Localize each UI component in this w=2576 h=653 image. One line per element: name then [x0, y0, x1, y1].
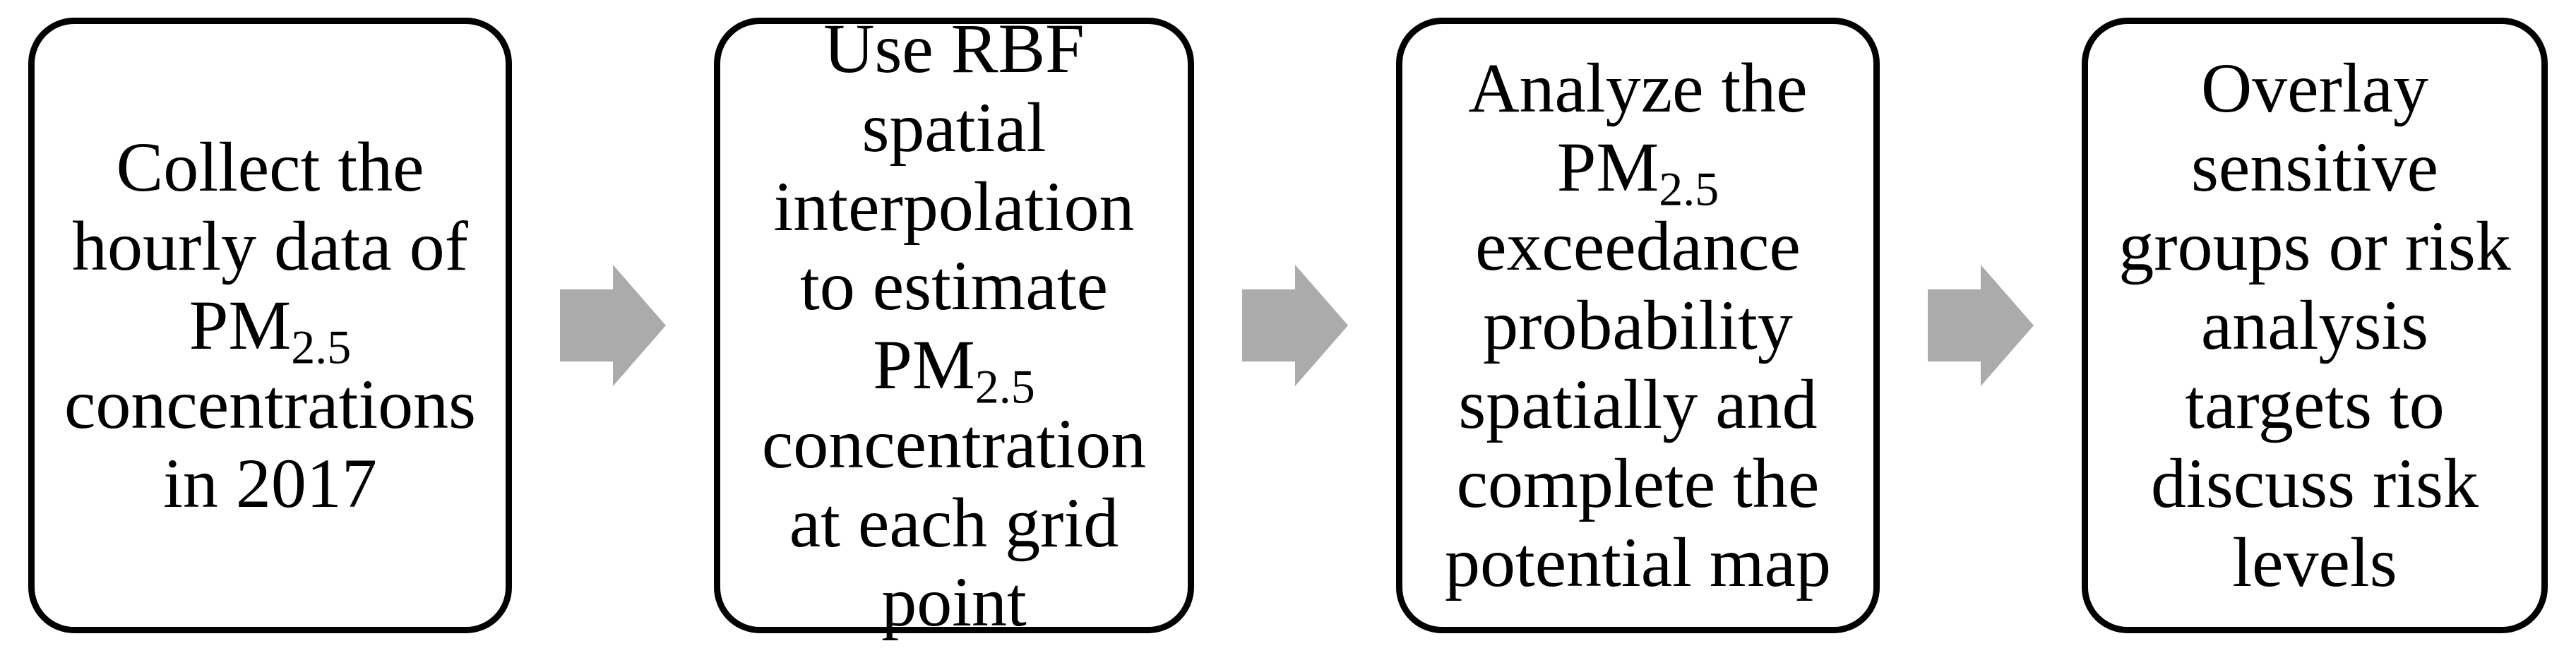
text-line: PM2.5 [1556, 128, 1719, 216]
text-line: targets to [2088, 365, 2541, 444]
text-segment: Collect the [116, 128, 424, 206]
text-line: probability [1402, 286, 1873, 365]
text-line: PM2.5 [189, 286, 352, 374]
text-segment: Overlay [2200, 49, 2429, 127]
text-segment: sensitive [2191, 128, 2438, 206]
arrow-cell-3 [1880, 18, 2082, 633]
text-segment: groups or risk [2118, 207, 2511, 285]
text-segment: spatially and [1458, 365, 1818, 443]
text-line: concentrations [35, 365, 506, 444]
text-line: interpolation [720, 167, 1188, 246]
text-line: analysis [2088, 286, 2541, 365]
text-line: concentration [720, 405, 1188, 484]
text-segment: point [881, 563, 1027, 641]
text-line: PM2.5 [873, 325, 1035, 414]
text-line: spatially and [1402, 365, 1873, 444]
text-line: groups or risk [2088, 207, 2541, 286]
arrow-cell-1 [512, 18, 714, 633]
text-segment: in 2017 [163, 444, 377, 522]
text-line: spatial [720, 88, 1188, 167]
text-segment: at each grid [789, 484, 1119, 562]
text-segment: hourly data of [72, 207, 468, 285]
text-segment: Use RBF [823, 9, 1085, 88]
text-segment: levels [2232, 523, 2397, 601]
text-line: levels [2088, 523, 2541, 602]
text-segment: PM [189, 286, 292, 364]
right-arrow-icon [1928, 265, 2034, 386]
text-segment: to estimate [800, 246, 1108, 325]
text-line: discuss risk [2088, 444, 2541, 523]
text-line: hourly data of [35, 207, 506, 286]
text-line: sensitive [2088, 128, 2541, 207]
text-line: Collect the [35, 128, 506, 207]
text-segment: interpolation [773, 167, 1135, 246]
text-segment: spatial [861, 88, 1046, 167]
text-line: potential map [1402, 523, 1873, 602]
text-line: in 2017 [35, 444, 506, 523]
text-line: Analyze the [1402, 49, 1873, 128]
text-line: complete the [1402, 444, 1873, 523]
text-segment: analysis [2200, 286, 2429, 364]
text-segment: probability [1483, 286, 1793, 364]
text-line: point [720, 563, 1188, 642]
text-line: to estimate [720, 246, 1188, 325]
text-segment: exceedance [1475, 207, 1801, 285]
text-segment: Analyze the [1468, 49, 1808, 127]
right-arrow-icon [1242, 265, 1348, 386]
text-segment: PM [1556, 128, 1659, 206]
text-line: Overlay [2088, 49, 2541, 128]
text-segment: concentrations [64, 365, 477, 443]
right-arrow-icon [560, 265, 666, 386]
text-segment: concentration [761, 405, 1147, 483]
arrow-cell-2 [1194, 18, 1396, 633]
text-line: Use RBF [720, 9, 1188, 88]
text-segment: discuss risk [2151, 444, 2479, 522]
text-segment: complete the [1456, 444, 1820, 522]
text-line: at each grid [720, 484, 1188, 563]
text-segment: PM [873, 325, 975, 404]
text-line: exceedance [1402, 207, 1873, 286]
text-segment: potential map [1444, 523, 1832, 601]
text-segment: targets to [2185, 365, 2445, 443]
